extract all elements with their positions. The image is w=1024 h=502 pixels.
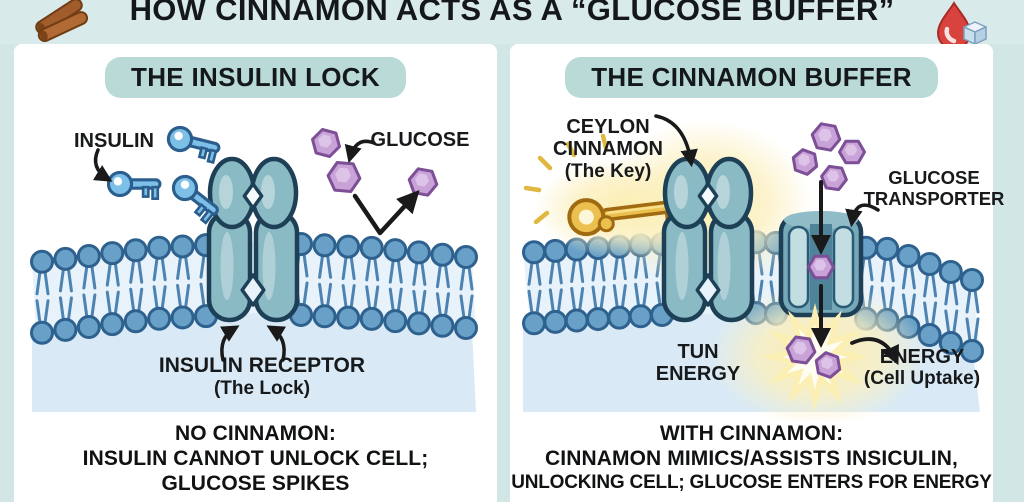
arrows — [92, 139, 420, 362]
glucose-molecules — [791, 122, 866, 280]
header: HOW CINNAMON ACTS AS A “GLUCOSE BUFFER” — [0, 0, 1024, 50]
label-line: (The Key) — [564, 160, 652, 182]
insulin-lock-diagram — [30, 125, 478, 412]
page-title: HOW CINNAMON ACTS AS A “GLUCOSE BUFFER” — [129, 0, 895, 27]
ceylon-cinnamon-label: CEYLON CINNAMON (The Key) — [528, 116, 688, 182]
insulin-key — [171, 174, 219, 225]
caption-line: WITH CINNAMON: — [659, 422, 844, 445]
caption-line: NO CINNAMON: — [174, 422, 337, 445]
label-line: TUN — [677, 341, 719, 363]
glucose-label: GLUCOSE — [370, 129, 470, 151]
glucose-transporter-label: GLUCOSE TRANSPORTER — [859, 167, 1009, 209]
insulin-lock-heading: THE INSULIN LOCK — [105, 57, 406, 98]
label-line: TRANSPORTER — [863, 187, 1005, 209]
panel-insulin-lock: THE INSULIN LOCK INSULIN GLUCOSE INSULIN… — [14, 44, 497, 502]
label-line: ENERGY — [879, 346, 965, 368]
insulin-keys — [106, 125, 221, 225]
tun-energy-label: TUN ENERGY — [628, 341, 768, 386]
energy-uptake-label: ENERGY (Cell Uptake) — [847, 346, 997, 390]
with-cinnamon-caption: WITH CINNAMON: CINNAMON MIMICS/ASSISTS I… — [510, 422, 993, 494]
label-line: (The Lock) — [213, 377, 311, 399]
insulin-label: INSULIN — [74, 130, 154, 152]
caption-line: GLUCOSE SPIKES — [161, 471, 350, 495]
label-line: (Cell Uptake) — [863, 368, 981, 390]
insulin-key — [166, 125, 221, 164]
insulin-receptor-shape — [661, 156, 755, 323]
label-line: CINNAMON — [553, 138, 663, 161]
insulin-key — [106, 170, 162, 201]
caption-line: CINNAMON MIMICS/ASSISTS INSICULIN, — [545, 446, 958, 470]
label-line: GLUCOSE — [888, 167, 980, 188]
panel-cinnamon-buffer: THE CINNAMON BUFFER CEYLON CINNAMON (The… — [510, 44, 1004, 502]
label-line: CEYLON — [566, 116, 650, 138]
cinnamon-buffer-diagram — [522, 114, 984, 420]
cell-membrane — [30, 232, 478, 412]
energy-starburst — [761, 303, 869, 411]
sparkle-rays — [523, 133, 609, 225]
insulin-receptor-label: INSULIN RECEPTOR (The Lock) — [102, 354, 422, 399]
insulin-receptor-shape — [206, 156, 300, 323]
caption-line: UNLOCKING CELL; GLUCOSE ENTERS FOR ENERG… — [511, 471, 992, 493]
glucose-molecules — [311, 128, 439, 197]
cinnamon-buffer-heading: THE CINNAMON BUFFER — [565, 57, 938, 98]
caption-line: INSULIN CANNOT UNLOCK CELL; — [82, 446, 429, 470]
cinnamon-sticks-icon — [35, 0, 89, 43]
no-cinnamon-caption: NO CINNAMON: INSULIN CANNOT UNLOCK CELL;… — [14, 422, 497, 496]
label-line: ENERGY — [655, 363, 741, 386]
arrows — [654, 114, 899, 366]
label-line: INSULIN RECEPTOR — [158, 354, 366, 377]
